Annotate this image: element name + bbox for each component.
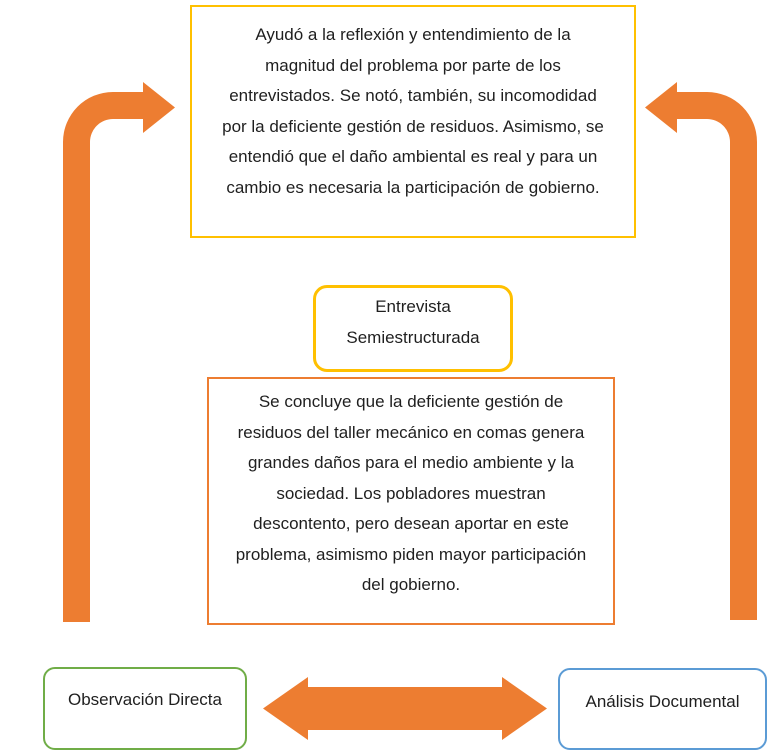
double-headed-arrow-icon bbox=[263, 677, 547, 740]
analisis-documental-label: Análisis Documental bbox=[585, 691, 740, 711]
observacion-directa-label: Observación Directa bbox=[67, 690, 222, 710]
entrevista-semiestructurada-box: Entrevista Semiestructurada bbox=[313, 285, 513, 372]
analisis-documental-box: Análisis Documental bbox=[558, 668, 767, 750]
entrevista-semiestructurada-label: Entrevista Semiestructurada bbox=[346, 297, 480, 347]
interview-findings-box: Ayudó a la reflexión y entendimiento de … bbox=[190, 5, 636, 238]
conclusion-box: Se concluye que la deficiente gestión de… bbox=[207, 377, 615, 625]
conclusion-text: Se concluye que la deficiente gestión de… bbox=[235, 392, 587, 594]
bent-up-right-arrow-icon bbox=[63, 82, 175, 622]
bent-up-left-arrow-icon bbox=[645, 82, 757, 620]
interview-findings-text: Ayudó a la reflexión y entendimiento de … bbox=[222, 25, 604, 197]
observacion-directa-box: Observación Directa bbox=[43, 667, 247, 750]
